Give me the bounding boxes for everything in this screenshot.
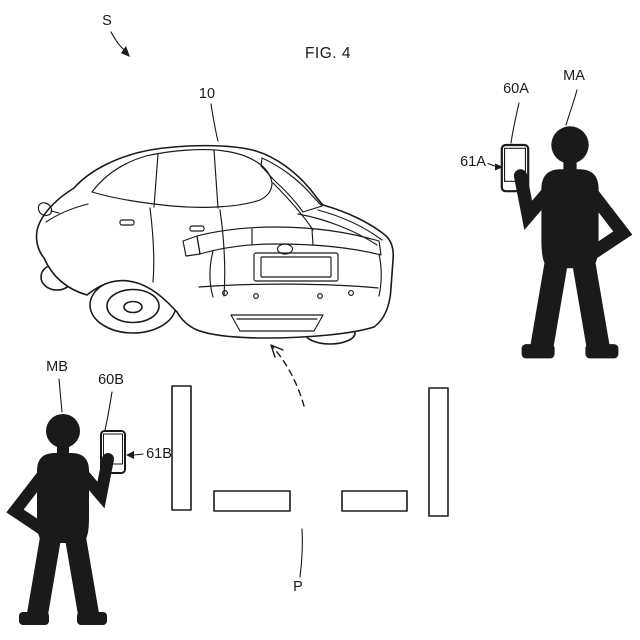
car-sensor-3 [317, 293, 323, 299]
car-emblem [276, 243, 294, 255]
car-license-plate [260, 256, 332, 278]
car-rear-window [260, 157, 323, 213]
parking-line-left [171, 385, 192, 511]
label-screen-61a: 61A [460, 154, 486, 170]
person-mb-leg-right [64, 533, 100, 619]
car-plate-recess [253, 252, 339, 282]
motion-arrow-curve [271, 345, 305, 407]
leader-line-10 [210, 103, 219, 142]
parking-motion-arrow [270, 344, 305, 407]
leader-lines [58, 31, 578, 578]
person-ma-neck [563, 156, 577, 172]
wheel-stopper-left [213, 490, 291, 512]
car-quarter-crease [272, 182, 314, 231]
car-greenhouse [91, 149, 323, 213]
person-ma-foot-right [521, 344, 555, 359]
car-door-handle-rear [189, 225, 205, 232]
person-ma-foot-left [585, 344, 619, 359]
car-door-handle-front [119, 219, 135, 226]
leader-line-mb [58, 378, 63, 413]
car-mirror [37, 202, 53, 217]
car-tail-light-side-wrap [182, 235, 201, 257]
person-ma-head [551, 126, 589, 164]
wheel-stopper-right [341, 490, 408, 512]
car-fender-line [45, 203, 89, 223]
leader-line-ma [565, 89, 578, 126]
car-mirror-stalk [50, 210, 60, 214]
parking-space-lines [171, 385, 449, 517]
figure-title: FIG. 4 [305, 45, 351, 62]
car-trunk-cut-right [378, 253, 382, 297]
car-sensor-1 [222, 290, 228, 296]
person-mb-foot-left [19, 612, 49, 625]
car-rear-left-hub [123, 300, 143, 314]
person-mb [6, 414, 126, 625]
leader-line-61a [487, 162, 497, 168]
car-door-seam-rear [219, 209, 226, 297]
leader-line-61b [133, 453, 144, 456]
person-mb-foot-right [77, 612, 107, 625]
leader-arrowhead-61a [495, 163, 503, 171]
car-spoiler-lip [297, 213, 378, 246]
leader-arrowhead-61b [126, 451, 134, 459]
car-tail-light-bar [196, 226, 382, 256]
leader-line-60b [104, 391, 113, 431]
car-trunk-cut-left [209, 250, 214, 298]
car-drawing [35, 144, 395, 345]
person-mb-arm-akimbo [6, 461, 55, 539]
figure-labels: FIG. 4 S 10 MA 60A 61A MB 60B 61B P [46, 13, 585, 595]
person-mb-neck [57, 441, 69, 455]
system-arrow-curve [110, 31, 126, 51]
person-ma [500, 126, 633, 359]
person-mb-leg-left [26, 533, 62, 619]
car-door-seam-front [149, 207, 155, 283]
person-mb-head [46, 414, 80, 448]
leader-line-p [299, 528, 303, 578]
parking-line-right [428, 387, 449, 517]
car-b-pillar [153, 153, 159, 208]
label-system-s: S [102, 13, 112, 29]
label-phone-60a: 60A [503, 81, 529, 97]
car-details [37, 182, 383, 332]
label-screen-61b: 61B [146, 446, 172, 462]
label-person-ma: MA [563, 68, 585, 84]
motion-arrow-head [270, 344, 284, 358]
person-ma-arm-raised [513, 169, 562, 231]
leader-line-60a [510, 102, 520, 144]
person-ma-arm-akimbo [578, 178, 633, 264]
car-sensor-4 [348, 290, 354, 296]
car-sensor-2 [253, 293, 259, 299]
person-ma-leg-right [530, 257, 569, 352]
label-phone-60b: 60B [98, 372, 124, 388]
car-tail-light-divider-right [311, 228, 314, 246]
car-lower-valance [230, 314, 324, 332]
car-bumper-crease [198, 283, 379, 289]
car-c-pillar [213, 149, 219, 209]
label-car-10: 10 [199, 86, 215, 102]
label-person-mb: MB [46, 359, 68, 375]
person-mb-arm-raised [71, 453, 114, 509]
system-arrow-head [121, 46, 130, 57]
label-parking-p: P [293, 579, 303, 595]
person-ma-leg-left [571, 257, 610, 352]
car-body [35, 144, 395, 339]
car-deck-crease [317, 209, 383, 241]
